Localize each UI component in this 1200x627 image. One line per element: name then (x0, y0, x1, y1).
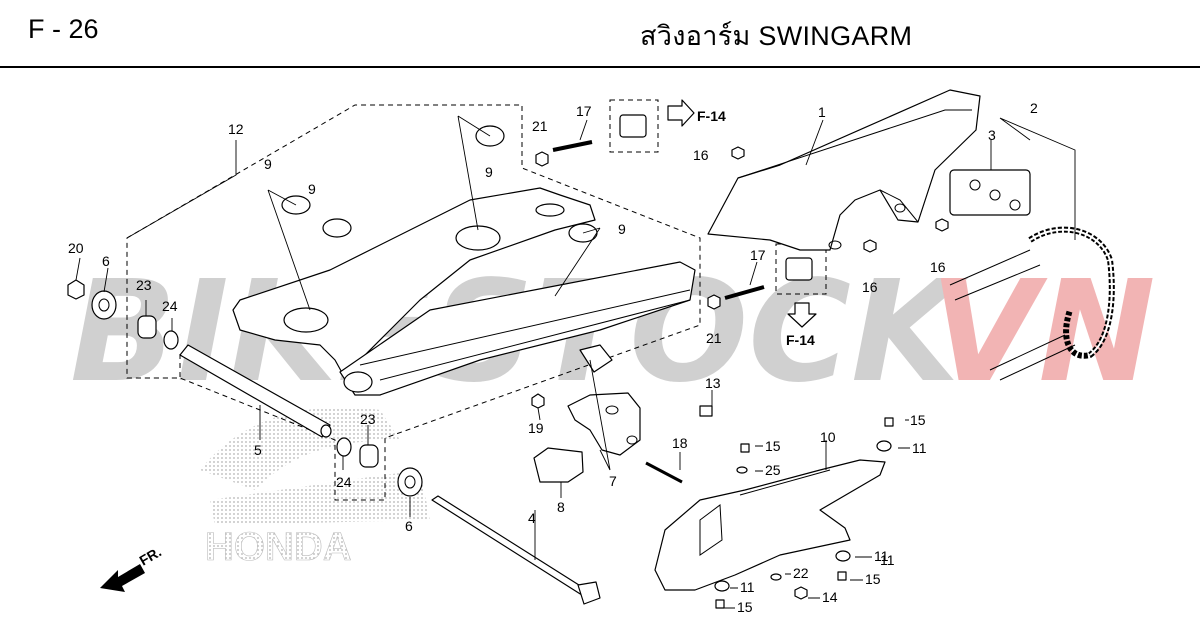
label-11-b: 11 (874, 548, 889, 564)
label-9-a: 9 (264, 156, 272, 172)
front-label: FR. (137, 543, 165, 568)
drive-chain (949, 226, 1115, 381)
label-dashes (723, 419, 910, 609)
front-direction-arrow-icon (100, 564, 145, 592)
watermark-text-red: VN (930, 251, 1156, 414)
label-5: 5 (254, 442, 262, 458)
part-number-labels: 1 2 3 4 5 6 6 7 8 9 9 9 9 10 11 11 11 11… (68, 100, 1038, 615)
guide-slider (533, 447, 584, 483)
group-boxes (126, 99, 827, 501)
label-17-b: 17 (750, 247, 766, 263)
label-9-b: 9 (308, 181, 316, 197)
label-8: 8 (557, 499, 565, 515)
honda-brand-text: HONDA (205, 525, 352, 569)
label-3: 3 (988, 127, 996, 143)
label-24-a: 24 (162, 298, 178, 314)
watermark: BIKESTOCK VN HONDA (70, 251, 1156, 569)
label-23-a: 23 (136, 277, 152, 293)
label-2: 2 (1030, 100, 1038, 116)
f14-ref-box-top (609, 99, 659, 153)
chain-guide (567, 392, 641, 456)
label-21-a: 21 (532, 118, 548, 134)
small-fasteners (714, 146, 949, 609)
front-direction-indicator: FR. (100, 543, 164, 592)
pivot-collar (179, 344, 332, 438)
label-13: 13 (705, 375, 721, 391)
label-23-b: 23 (360, 411, 376, 427)
label-24-b: 24 (336, 474, 352, 490)
label-15-c: 15 (865, 571, 881, 587)
f14-reference-arrows: F-14 F-14 (667, 99, 817, 348)
label-11-c: 11 (740, 579, 755, 595)
pivot-bolt (431, 495, 601, 605)
leader-lines (75, 115, 1076, 560)
label-10: 10 (820, 429, 836, 445)
label-22: 22 (793, 565, 809, 581)
label-18: 18 (672, 435, 688, 451)
hardware (67, 114, 813, 497)
label-6-right: 6 (405, 518, 413, 534)
right-arrow-icon (667, 99, 695, 127)
ref-f14-mid: F-14 (786, 332, 815, 348)
label-17-a: 17 (576, 103, 592, 119)
chain-slider (654, 459, 886, 591)
label-11-a: 11 (912, 440, 927, 456)
label-15-b: 15 (765, 438, 781, 454)
page-header: F - 26 สวิงอาร์ม SWINGARM (0, 0, 1200, 70)
label-16-c: 16 (862, 279, 878, 295)
label-7: 7 (609, 473, 617, 489)
label-21-b: 21 (706, 330, 722, 346)
chain-joint-set (949, 169, 1031, 216)
label-15-a: 15 (910, 412, 926, 428)
label-9-c: 9 (485, 164, 493, 180)
label-16-b: 16 (930, 259, 946, 275)
label-1: 1 (818, 104, 826, 120)
f14-ref-box-mid (775, 243, 827, 295)
down-arrow-icon (787, 302, 817, 328)
header-divider (0, 66, 1200, 68)
label-12: 12 (228, 121, 244, 137)
label-19: 19 (528, 420, 544, 436)
ref-f14-top: F-14 (697, 108, 726, 124)
label-11-d: 11 (880, 552, 895, 568)
label-15-d: 15 (737, 599, 753, 615)
label-16-a: 16 (693, 147, 709, 163)
label-6-left: 6 (102, 253, 110, 269)
swingarm-body (232, 187, 696, 396)
label-9-d: 9 (618, 221, 626, 237)
label-4: 4 (528, 510, 536, 526)
page-title: สวิงอาร์ม SWINGARM (640, 21, 913, 51)
chain-case (707, 89, 981, 251)
label-14: 14 (822, 589, 838, 605)
label-20: 20 (68, 240, 84, 256)
honda-wing-logo-icon (200, 407, 430, 525)
label-25: 25 (765, 462, 781, 478)
page-code: F - 26 (28, 14, 99, 44)
